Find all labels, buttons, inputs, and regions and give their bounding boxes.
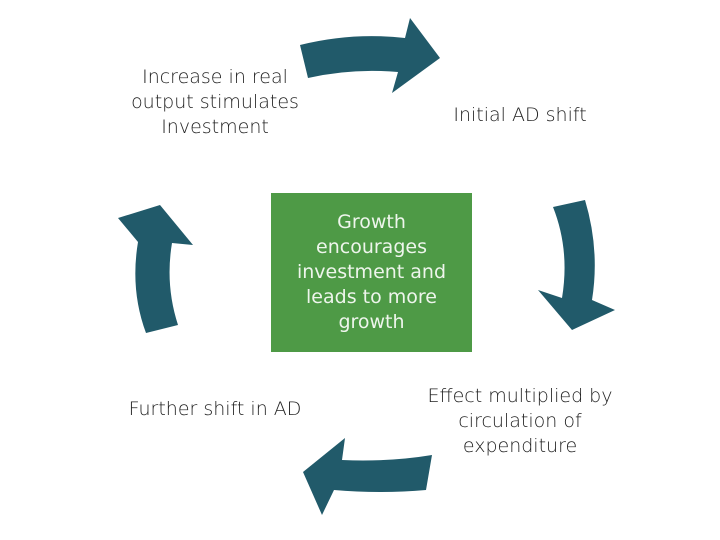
center-text: Growth encourages investment and leads t…	[296, 211, 447, 333]
arrow-right-icon	[538, 200, 615, 330]
label-investment: Increase in real output stimulates Inves…	[131, 66, 299, 138]
label-further-shift: Further shift in AD	[128, 398, 302, 420]
center-box: Growth encourages investment and leads t…	[271, 193, 472, 352]
arrow-bottom-icon	[303, 438, 432, 515]
arrow-left-icon	[118, 205, 193, 333]
label-effect-multiplied: Effect multiplied by circulation of expe…	[427, 385, 613, 457]
arrow-top-icon	[300, 18, 440, 93]
label-initial-ad-shift: Initial AD shift	[453, 104, 587, 126]
